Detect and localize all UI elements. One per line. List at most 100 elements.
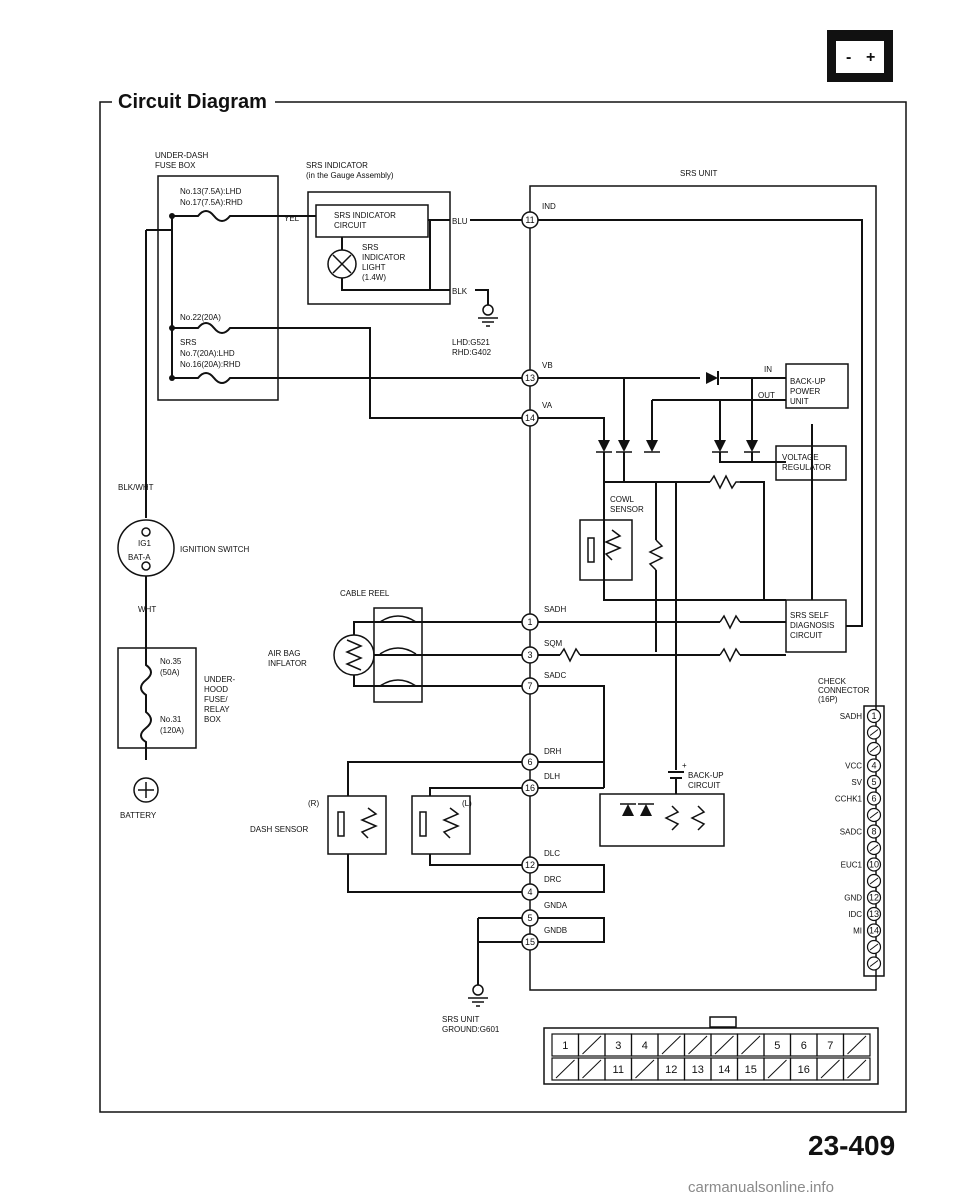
connector-cell: 14: [710, 1057, 739, 1081]
connector-cell: 1: [551, 1033, 580, 1057]
check-pin: [866, 840, 882, 856]
gauge-assembly-box: [307, 191, 451, 305]
check-pin: [866, 741, 882, 757]
ignition-bat: BAT-A: [128, 553, 151, 562]
svg-text:SQM: SQM: [544, 639, 563, 648]
indicator-light-filament: [332, 254, 352, 274]
backup-circuit-2: CIRCUIT: [688, 781, 721, 790]
underhood-box-2: HOOD: [204, 685, 228, 694]
connector-cell: 12: [657, 1057, 686, 1081]
connector-cell: [657, 1033, 686, 1057]
svg-text:15: 15: [745, 1064, 757, 1076]
wire-blu: BLU: [452, 217, 468, 226]
dash-sensor-l-icon: [411, 795, 471, 855]
svg-text:14: 14: [525, 413, 535, 423]
connector-cell: [683, 1033, 712, 1057]
svg-text:SADH: SADH: [544, 605, 566, 614]
svg-text:1: 1: [527, 617, 532, 627]
svg-text:4: 4: [871, 761, 876, 771]
backup-capacitor: [668, 482, 684, 794]
cowl-sensor-2: SENSOR: [610, 505, 644, 514]
terminal-15: 15 GNDB: [521, 926, 567, 951]
check-pin: [866, 956, 882, 971]
indicator-ground-1: LHD:G521: [452, 338, 490, 347]
svg-text:12: 12: [665, 1064, 677, 1076]
svg-text:MI: MI: [853, 927, 862, 936]
connector-cell: [577, 1057, 606, 1081]
svg-text:CCHK1: CCHK1: [835, 795, 863, 804]
svg-text:12: 12: [869, 893, 879, 903]
underhood-fuse-box: [117, 647, 197, 749]
terminal-16: 16 DLH: [521, 772, 560, 797]
svg-text:GND: GND: [844, 894, 862, 903]
srs-unit-title: SRS UNIT: [680, 169, 717, 178]
svg-text:VB: VB: [542, 361, 553, 370]
fuse-35-2: (50A): [160, 668, 180, 677]
watermark: carmanualsonline.info: [688, 1179, 834, 1196]
connector-cell: 13: [683, 1057, 712, 1081]
svg-text:13: 13: [869, 909, 879, 919]
svg-text:13: 13: [525, 373, 535, 383]
wire-blk: BLK: [452, 287, 468, 296]
terminal-6: 6 DRH: [521, 747, 562, 771]
connector-cell: 15: [736, 1057, 765, 1081]
backup-power-2: POWER: [790, 387, 820, 396]
cowl-sensor-1: COWL: [610, 495, 635, 504]
connector-cell: [710, 1033, 739, 1057]
dlh-wire: [429, 787, 522, 796]
connector-cell: 16: [789, 1057, 818, 1081]
dlc-internal: [530, 864, 605, 943]
svg-text:1: 1: [871, 711, 876, 721]
svg-text:7: 7: [827, 1040, 833, 1052]
connector-cell: [577, 1033, 606, 1057]
cable-reel-coils: [379, 615, 417, 687]
fuse-3-label-2: No.7(20A):LHD: [180, 349, 235, 358]
svg-text:DRH: DRH: [544, 747, 562, 756]
srs-ground-icon: [468, 984, 488, 1007]
connector-cell: 3: [604, 1033, 633, 1057]
svg-text:GNDB: GNDB: [544, 926, 567, 935]
dash-sensor-right: (R): [308, 799, 319, 808]
terminal-1: 1 SADH: [521, 605, 566, 631]
connector-cell: [763, 1057, 792, 1081]
check-connector-body: [863, 705, 885, 977]
light-label-1: SRS: [362, 243, 378, 252]
va-line: [530, 417, 605, 440]
backup-out: OUT: [758, 391, 775, 400]
battery-label: BATTERY: [120, 811, 157, 820]
connector-cell: [630, 1057, 659, 1081]
indicator-title-1: SRS INDICATOR: [306, 161, 368, 170]
backup-power-unit: [785, 363, 849, 409]
svg-text:12: 12: [525, 860, 535, 870]
svg-text:SADH: SADH: [840, 712, 862, 721]
diode-row-icons: [596, 440, 760, 453]
connector-cell: 4: [630, 1033, 659, 1057]
svg-text:SADC: SADC: [840, 828, 862, 837]
check-pin: [866, 873, 882, 889]
svg-text:DLH: DLH: [544, 772, 560, 781]
backup-circuit-1: BACK-UP: [688, 771, 724, 780]
diode-outputs: [603, 452, 786, 482]
ignition-switch-label: IGNITION SWITCH: [180, 545, 250, 554]
fuse-3-wire: [172, 372, 522, 384]
svg-text:5: 5: [527, 913, 532, 923]
svg-text:4: 4: [642, 1040, 648, 1052]
ignition-ig1: IG1: [138, 539, 151, 548]
connector-outline: [543, 1027, 879, 1085]
fuse-31-2: (120A): [160, 726, 184, 735]
backup-power-1: BACK-UP: [790, 377, 826, 386]
backup-diodes-icon: [620, 803, 706, 831]
wire-blk-wht: BLK/WHT: [118, 483, 154, 492]
connector-cell: 7: [816, 1033, 845, 1057]
svg-text:3: 3: [527, 650, 532, 660]
dash-sensor-left: (L): [462, 799, 472, 808]
svg-text:1: 1: [562, 1040, 568, 1052]
svg-text:16: 16: [525, 783, 535, 793]
connector-cell: [842, 1033, 871, 1057]
dash-sensor-label: DASH SENSOR: [250, 825, 308, 834]
indicator-ground-icon: [478, 304, 498, 327]
